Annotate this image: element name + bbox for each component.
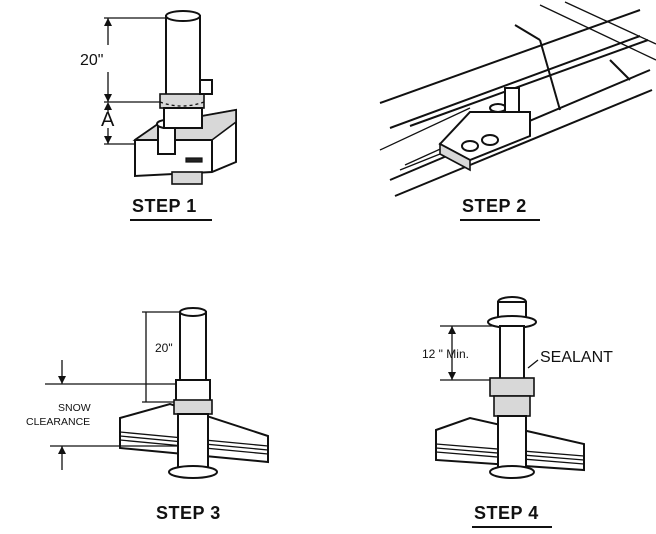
step-4-title: STEP 4 [474, 503, 539, 523]
step-1-dimension-lines [104, 17, 176, 145]
step-3-height-label: 20" [155, 341, 173, 355]
step-2-illustration: STEP 2 [379, 1, 656, 221]
step-1-dimension-a-label: A [101, 109, 115, 131]
step-4-height-label: 12 " Min. [422, 347, 469, 361]
sealant-label: SEALANT [540, 349, 613, 366]
roof-framing [379, 1, 656, 197]
step-4-illustration: 12 " Min. SEALANT STEP 4 [422, 296, 613, 528]
vent-pipe-step-3 [168, 307, 218, 479]
snow-clearance-line2: CLEARANCE [26, 416, 90, 428]
step-1-title: STEP 1 [132, 196, 197, 216]
vent-pipe-step-4 [487, 296, 537, 479]
vent-pipe [159, 10, 213, 129]
step-3-title: STEP 3 [156, 503, 221, 523]
step-1-height-label: 20" [80, 52, 103, 69]
step-2-title: STEP 2 [462, 196, 527, 216]
step-4-dimension [440, 325, 539, 381]
step-3-illustration: SNOW CLEARANCE 20" STEP 3 [26, 307, 269, 523]
snow-clearance-line1: SNOW [58, 402, 91, 414]
support-box [438, 87, 531, 172]
step-1-illustration: 20" A STEP 1 [80, 10, 237, 221]
snow-clearance-dimension [45, 311, 190, 470]
